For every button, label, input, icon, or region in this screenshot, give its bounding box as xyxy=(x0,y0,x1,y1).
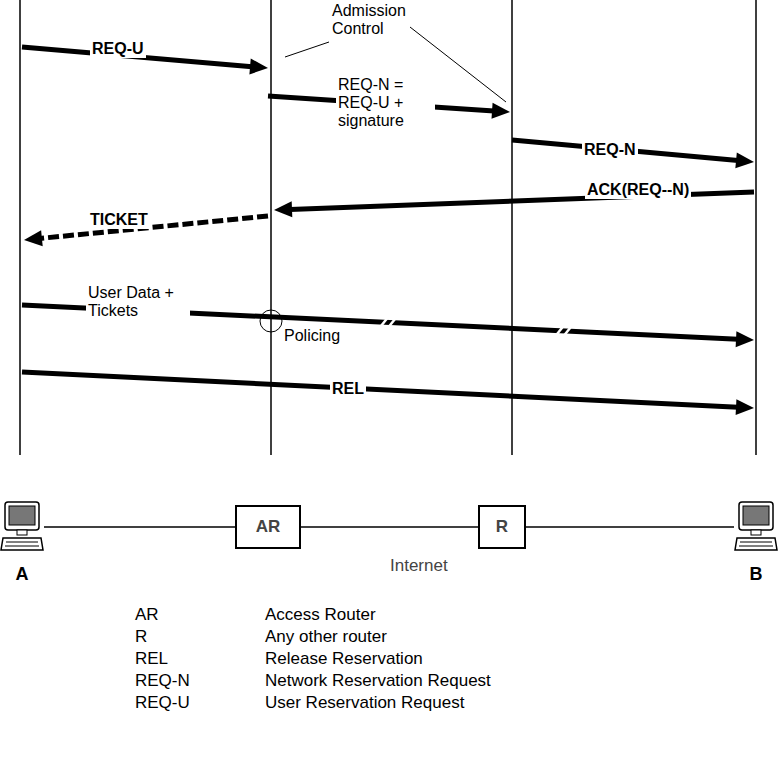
monitor xyxy=(739,502,773,530)
link-path xyxy=(44,526,235,528)
message-label: TICKET xyxy=(88,211,150,229)
screen xyxy=(743,506,769,525)
message-label: User Data + Tickets xyxy=(86,284,190,320)
legend-entry: REQ-N xyxy=(135,672,190,690)
message-arrows xyxy=(22,47,754,415)
computer-icon xyxy=(734,500,778,552)
arrow-shaft xyxy=(40,216,268,238)
message-label: Policing xyxy=(284,327,340,345)
message-label: Admission Control xyxy=(332,2,416,38)
legend-entry: REQ-U xyxy=(135,694,190,712)
network-cloud: Internet AR R xyxy=(250,470,610,582)
router-box: AR xyxy=(235,505,301,549)
message-label: REQ-N xyxy=(582,141,638,159)
legend-entry: REL xyxy=(135,650,168,668)
lifeline xyxy=(19,0,21,455)
hatch-stripe xyxy=(380,317,388,327)
legend-entry: AR xyxy=(135,606,159,624)
keyboard xyxy=(1,538,43,550)
node-label: B xyxy=(734,564,778,585)
message-arrow xyxy=(512,140,754,168)
arrow-head xyxy=(492,103,510,119)
link-line xyxy=(44,527,235,528)
arrow-shaft xyxy=(22,372,738,407)
arrow-head xyxy=(736,399,754,415)
leader-line xyxy=(285,42,329,57)
cloud-ellipse xyxy=(251,471,609,581)
arrow-head xyxy=(24,230,43,246)
lifeline xyxy=(511,0,513,455)
node-label: AR xyxy=(256,517,281,537)
hatch-stripe xyxy=(564,326,572,336)
legend-entry: Network Reservation Request xyxy=(265,672,491,690)
legend-entry: Release Reservation xyxy=(265,650,423,668)
message-label: REL xyxy=(330,380,366,398)
legend-entry: Access Router xyxy=(265,606,376,624)
node-label: Internet xyxy=(390,556,448,576)
link-path xyxy=(526,526,734,528)
arrow-head xyxy=(249,58,268,74)
computer-node: B xyxy=(734,500,778,600)
arrow-shaft xyxy=(512,140,738,161)
legend-entry: User Reservation Request xyxy=(265,694,464,712)
stand xyxy=(751,530,761,535)
node-label: A xyxy=(0,564,44,585)
screen xyxy=(9,506,35,525)
link-path xyxy=(301,526,478,528)
message-label: REQ-N = REQ-U + signature xyxy=(336,76,435,130)
message-label: REQ-U xyxy=(90,40,146,58)
message-arrow xyxy=(22,372,754,415)
stand xyxy=(17,530,27,535)
arrow-head xyxy=(736,331,754,347)
message-label: ACK(REQ--N) xyxy=(585,181,691,199)
keyboard-keys xyxy=(5,542,39,546)
computer-node: A xyxy=(0,500,44,600)
lifelines xyxy=(20,0,756,455)
arrow-head xyxy=(274,201,292,217)
keyboard xyxy=(735,538,777,550)
hatch-stripe xyxy=(388,318,396,328)
arrow-head xyxy=(735,152,754,168)
link-line xyxy=(526,527,734,528)
policing-circle xyxy=(260,310,282,332)
computer-icon xyxy=(0,500,44,552)
node-label: R xyxy=(496,517,508,537)
legend-entry: Any other router xyxy=(265,628,387,646)
lifeline xyxy=(755,0,757,455)
monitor xyxy=(5,502,39,530)
link-line xyxy=(301,527,478,528)
hatch-stripe xyxy=(556,326,564,336)
legend-entry: R xyxy=(135,628,147,646)
keyboard-keys xyxy=(739,542,773,546)
router-box: R xyxy=(478,505,526,549)
